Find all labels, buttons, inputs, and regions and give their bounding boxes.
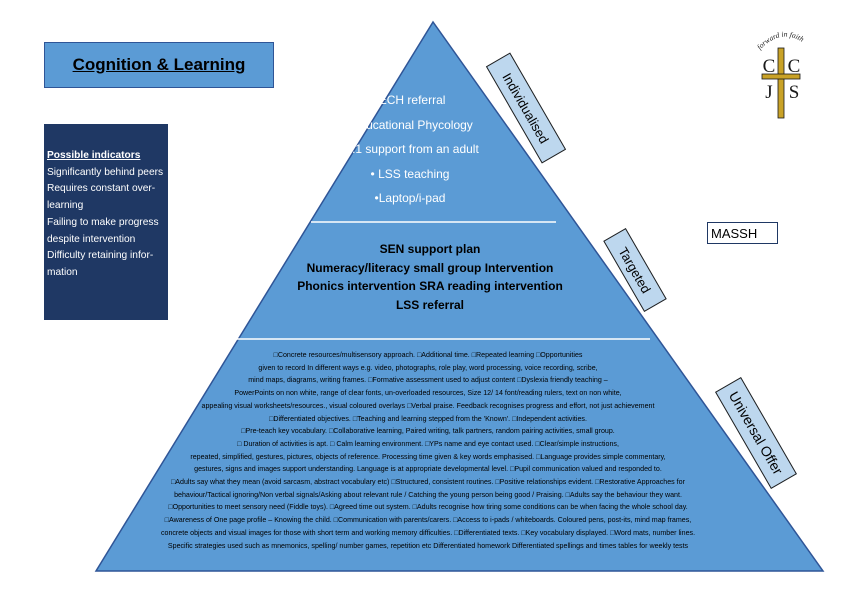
universal-offer-text: □Concrete resources/multisensory approac…	[90, 349, 766, 552]
universal-line: □Concrete resources/multisensory approac…	[273, 351, 583, 359]
indicator-line: Failing to make progress	[47, 216, 159, 228]
individualised-item: •Laptop/i-pad	[374, 191, 446, 205]
universal-line: behaviour/Tactical ignoring/Non verbal s…	[174, 490, 682, 499]
universal-line: □ Duration of activities is apt. □ Calm …	[237, 439, 619, 448]
universal-line: appealing visual worksheets/resources., …	[201, 401, 655, 410]
page-title: Cognition & Learning	[72, 55, 246, 74]
indicator-line: Requires constant over-	[47, 183, 156, 195]
school-logo: forward in faith C C J S	[756, 30, 806, 119]
logo-letter: J	[765, 82, 772, 103]
individualised-item: •Educational Phycology	[347, 117, 473, 132]
targeted-item: LSS referral	[395, 297, 465, 312]
individualised-item: •ECH referral	[374, 93, 446, 107]
universal-line: repeated, simplified, gestures, pictures…	[190, 452, 666, 461]
logo-cross-vertical	[777, 47, 785, 119]
individualised-item: •1:1 support from an adult	[341, 142, 479, 156]
logo-letter: C	[788, 56, 801, 77]
targeted-list: SEN support plan Numeracy/literacy small…	[260, 240, 600, 314]
title-box: Cognition & Learning	[44, 42, 274, 88]
indicator-line: Difficulty retaining infor-	[47, 250, 154, 262]
universal-line: □Awareness of One page profile – Knowing…	[164, 516, 692, 525]
logo-letter: S	[789, 82, 800, 103]
universal-line: □Adults say what they mean (avoid sarcas…	[171, 478, 685, 487]
universal-line: gestures, signs and images support under…	[194, 465, 662, 474]
indicators-box: Possible indicators Significantly behind…	[44, 124, 168, 320]
indicator-line: learning	[47, 200, 84, 212]
indicator-line: Significantly behind peers	[47, 166, 164, 178]
targeted-item: Phonics intervention SRA reading interve…	[297, 279, 563, 293]
indicator-line: mation	[47, 266, 78, 278]
universal-line: Specific strategies used such as mnemoni…	[167, 541, 689, 550]
individualised-list: •ECH referral •Educational Phycology •1:…	[330, 88, 490, 211]
indicators-heading: Possible indicators	[47, 150, 141, 161]
universal-line: □Differentiated objectives. □Teaching an…	[269, 414, 587, 423]
massh-box: MASSH	[707, 222, 778, 244]
universal-line: concrete objects and visual images for t…	[160, 528, 696, 537]
indicator-line: despite intervention	[47, 233, 136, 245]
universal-line: given to record In different ways e.g. v…	[258, 363, 598, 372]
universal-line: □Pre-teach key vocabulary. □Collaborativ…	[241, 427, 615, 436]
targeted-item: Numeracy/literacy small group Interventi…	[306, 260, 554, 275]
universal-line: PowerPoints on non white, range of clear…	[234, 389, 622, 398]
logo-cross-horizontal	[761, 73, 801, 80]
logo-letter: C	[763, 56, 776, 77]
universal-line: mind maps, diagrams, writing frames. □Fo…	[248, 376, 608, 385]
targeted-item: SEN support plan	[379, 242, 481, 256]
universal-line: □Opportunities to meet sensory need (Fid…	[168, 503, 688, 512]
individualised-item: • LSS teaching	[370, 166, 450, 181]
pyramid-shape	[94, 20, 825, 572]
